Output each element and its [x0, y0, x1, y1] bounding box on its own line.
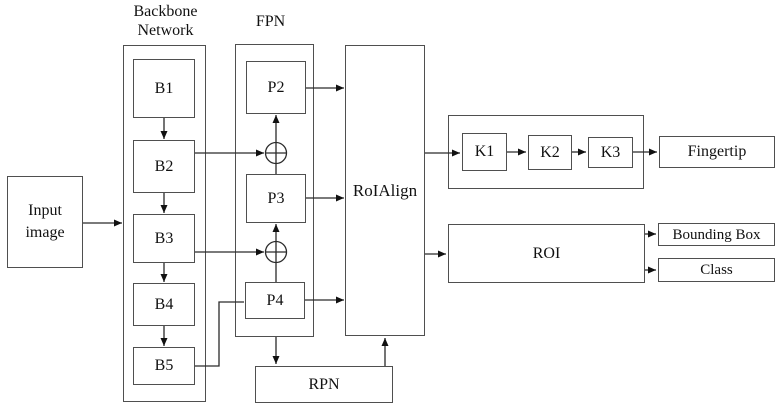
- node-k3: K3: [588, 137, 633, 168]
- node-b1: B1: [133, 59, 195, 118]
- node-rpn: RPN: [255, 366, 393, 403]
- node-b3: B3: [133, 214, 195, 263]
- node-roi: ROI: [448, 224, 645, 283]
- backbone-network-container: [123, 45, 206, 402]
- node-input-image: Input image: [7, 176, 83, 268]
- node-b4: B4: [133, 283, 195, 326]
- backbone-title-line2: Network: [137, 22, 194, 39]
- add-icon-2: [264, 240, 288, 264]
- node-k2: K2: [528, 135, 572, 170]
- fpn-title: FPN: [255, 13, 286, 30]
- node-b5: B5: [133, 347, 195, 385]
- node-roialign: RoIAlign: [345, 45, 425, 336]
- node-bounding-box: Bounding Box: [658, 223, 775, 246]
- node-k1: K1: [462, 133, 507, 171]
- edge-b5-p4: [194, 301, 244, 367]
- node-class: Class: [658, 258, 775, 282]
- node-p4: P4: [245, 282, 305, 319]
- node-p2: P2: [246, 61, 306, 114]
- node-b2: B2: [133, 140, 195, 193]
- node-fingertip: Fingertip: [659, 136, 775, 168]
- node-p3: P3: [246, 174, 306, 223]
- backbone-network-title: Backbone Network: [118, 2, 213, 40]
- fpn-container: [235, 44, 314, 337]
- backbone-title-line1: Backbone: [133, 3, 198, 20]
- add-icon-1: [264, 141, 288, 165]
